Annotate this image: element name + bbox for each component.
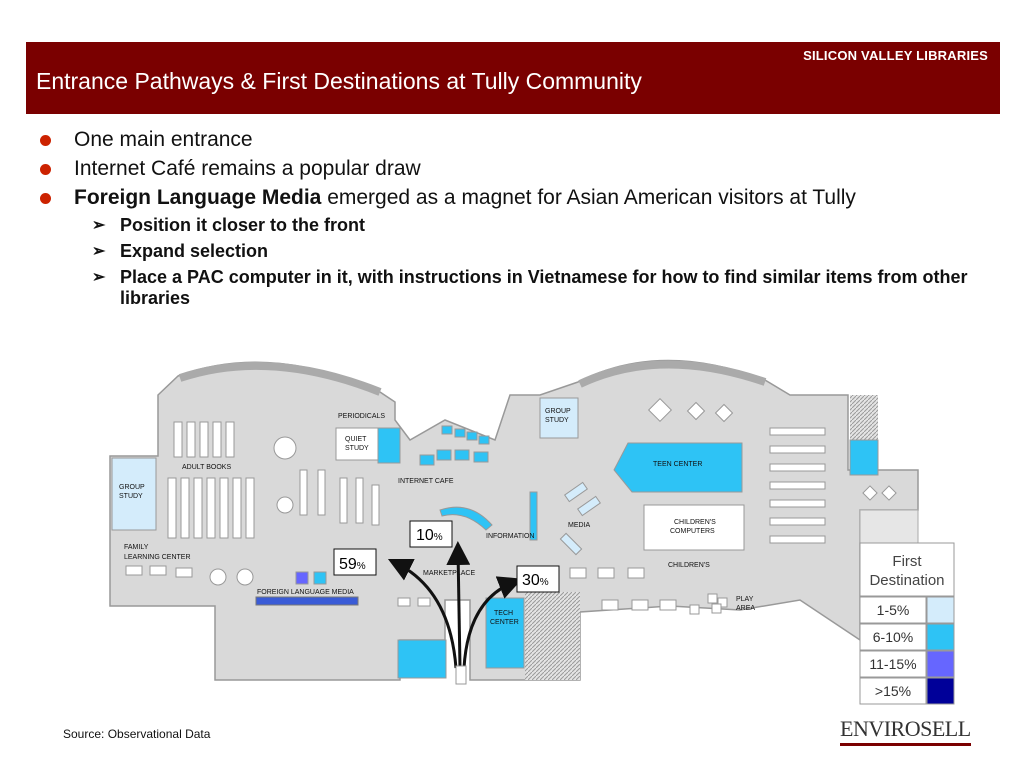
arrow-bullet-icon: ➢: [92, 217, 106, 234]
internet-cafe-tables: [419, 425, 538, 541]
label-play-area: PLAY: [736, 596, 754, 603]
sub-bullet-item: ➢Place a PAC computer in it, with instru…: [92, 267, 968, 308]
foreign-language-media-shelf: [255, 596, 359, 606]
tech-center: [485, 597, 525, 669]
pathway-arrows: [387, 541, 523, 685]
envirosell-logo: ENVIROSELL: [840, 716, 971, 746]
svg-text:STUDY: STUDY: [119, 493, 143, 500]
sub-bullet-item: ➢Expand selection: [92, 241, 269, 261]
svg-text:Destination: Destination: [869, 572, 944, 589]
logo-underline: [840, 743, 971, 746]
label-periodicals: PERIODICALS: [338, 413, 385, 420]
label-childrens-computers: CHILDREN'S: [674, 519, 716, 526]
first-destination-legend: First Destination 1-5% 6-10% 11-15% >15%: [859, 542, 955, 705]
bullet-dot-icon: [40, 135, 51, 146]
group-study-right: [539, 397, 579, 439]
svg-text:CENTER: CENTER: [490, 619, 519, 626]
bullet-item: Foreign Language Media emerged as a magn…: [38, 186, 988, 210]
label-teen-center: TEEN CENTER: [653, 461, 702, 468]
legend-label: 11-15%: [869, 656, 916, 672]
teen-center: [613, 442, 743, 493]
legend-swatch: [926, 623, 955, 651]
label-family-learning: FAMILY: [124, 544, 149, 551]
label-foreign-language-media: FOREIGN LANGUAGE MEDIA: [257, 589, 354, 596]
brand-label: SILICON VALLEY LIBRARIES: [803, 48, 988, 63]
label-information: INFORMATION: [486, 533, 534, 540]
legend-label: 1-5%: [877, 602, 910, 618]
svg-text:STUDY: STUDY: [545, 417, 569, 424]
bullet-list: One main entrance Internet Café remains …: [38, 128, 988, 314]
svg-text:10%: 10%: [416, 527, 443, 544]
pathway-left-label: 59%: [333, 548, 377, 576]
title-banner: SILICON VALLEY LIBRARIES Entrance Pathwa…: [26, 42, 1000, 114]
label-adult-books: ADULT BOOKS: [182, 464, 231, 471]
arrow-bullet-icon: ➢: [92, 243, 106, 260]
label-group-study-left: GROUP: [119, 484, 145, 491]
pathway-straight-label: 10%: [409, 520, 453, 548]
legend-label: >15%: [875, 683, 911, 699]
legend-swatch: [926, 596, 955, 624]
bullet-dot-icon: [40, 164, 51, 175]
label-marketplace: MARKETPLACE: [423, 570, 475, 577]
label-group-study-right: GROUP: [545, 408, 571, 415]
bullet-dot-icon: [40, 193, 51, 204]
svg-text:30%: 30%: [522, 572, 549, 589]
childrens-computers: [643, 504, 745, 551]
group-study-left: [111, 457, 157, 531]
svg-text:AREA: AREA: [736, 605, 755, 612]
sub-bullet-item: ➢Position it closer to the front: [92, 215, 366, 235]
service-area: [850, 395, 878, 440]
bullet-item: Internet Café remains a popular draw: [38, 157, 988, 181]
svg-text:59%: 59%: [339, 556, 366, 573]
pathway-right-label: 30%: [516, 565, 560, 593]
bullet-item: One main entrance: [38, 128, 988, 152]
adult-books-shelves: [167, 421, 380, 539]
label-quiet-study: QUIET: [345, 436, 367, 443]
source-note: Source: Observational Data: [63, 727, 211, 741]
legend-title: First: [892, 553, 922, 570]
label-media: MEDIA: [568, 522, 591, 529]
quiet-study-hotspot: [377, 427, 401, 464]
bullet-emphasis: Foreign Language Media: [74, 186, 322, 209]
svg-text:LEARNING CENTER: LEARNING CENTER: [124, 554, 191, 561]
svg-text:COMPUTERS: COMPUTERS: [670, 528, 715, 535]
legend-swatch: [926, 677, 955, 705]
arrow-bullet-icon: ➢: [92, 269, 106, 286]
legend-label: 6-10%: [873, 629, 913, 645]
svg-text:STUDY: STUDY: [345, 445, 369, 452]
slide-title: Entrance Pathways & First Destinations a…: [36, 68, 642, 94]
label-childrens: CHILDREN'S: [668, 562, 710, 569]
label-tech-center: TECH: [494, 610, 513, 617]
media-shelves: [559, 481, 602, 556]
label-internet-cafe: INTERNET CAFE: [398, 478, 454, 485]
quiet-study: [335, 427, 379, 461]
legend-swatch: [926, 650, 955, 678]
service-area: [525, 592, 580, 680]
